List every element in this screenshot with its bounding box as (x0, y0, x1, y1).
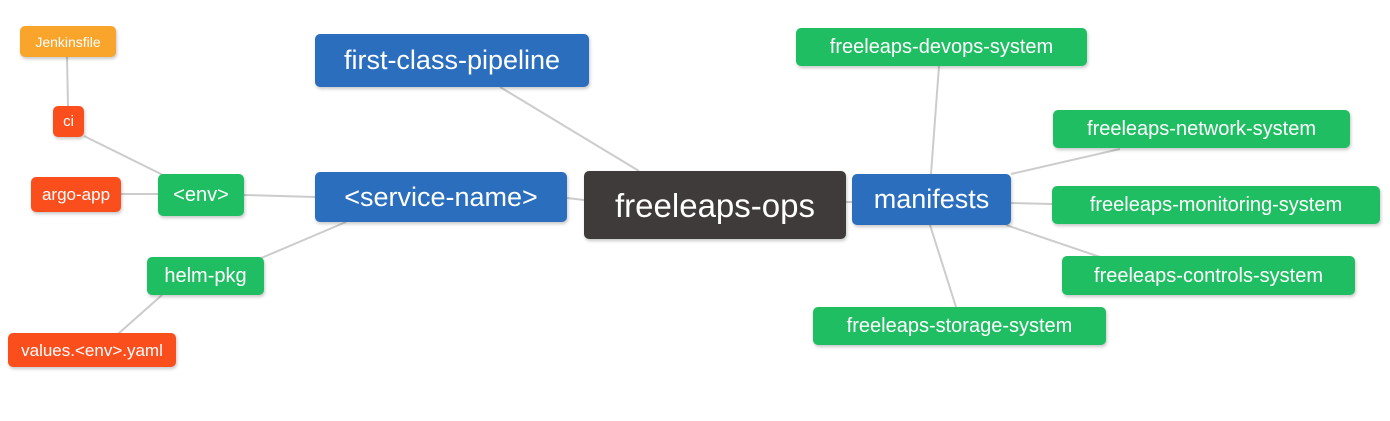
edge-manifests-to-freeleaps-monitoring-system (1010, 202, 1053, 205)
edge-manifests-to-freeleaps-controls-system (1005, 224, 1101, 258)
edge-service-name-to-freeleaps-ops (566, 197, 585, 201)
edge-jenkinsfile-to-ci (66, 56, 69, 107)
node-service-name[interactable]: <service-name> (315, 172, 567, 222)
edge-helm-pkg-to-service-name (258, 221, 347, 260)
node-freeleaps-controls-system[interactable]: freeleaps-controls-system (1062, 256, 1355, 295)
edge-manifests-to-freeleaps-network-system (1010, 148, 1121, 175)
node-ci[interactable]: ci (53, 106, 84, 137)
edge-manifests-to-freeleaps-storage-system (929, 224, 957, 308)
edge-first-class-pipeline-to-freeleaps-ops (499, 86, 640, 172)
node-freeleaps-monitoring-system[interactable]: freeleaps-monitoring-system (1052, 186, 1380, 224)
node-helm-pkg[interactable]: helm-pkg (147, 257, 264, 295)
node-freeleaps-network-system[interactable]: freeleaps-network-system (1053, 110, 1350, 148)
node-freeleaps-ops[interactable]: freeleaps-ops (584, 171, 846, 239)
node-argo-app[interactable]: argo-app (31, 177, 121, 212)
edge-env-to-service-name (243, 194, 316, 198)
node-freeleaps-devops-system[interactable]: freeleaps-devops-system (796, 28, 1087, 66)
node-first-class-pipeline[interactable]: first-class-pipeline (315, 34, 589, 87)
edge-ci-to-env (83, 135, 168, 178)
edge-manifests-to-freeleaps-devops-system (930, 65, 940, 175)
edge-helm-pkg-to-values-env-yaml (117, 294, 163, 335)
node-values-env-yaml[interactable]: values.<env>.yaml (8, 333, 176, 367)
node-manifests[interactable]: manifests (852, 174, 1011, 225)
node-env[interactable]: <env> (158, 174, 244, 216)
node-jenkinsfile[interactable]: Jenkinsfile (20, 26, 116, 57)
node-freeleaps-storage-system[interactable]: freeleaps-storage-system (813, 307, 1106, 345)
